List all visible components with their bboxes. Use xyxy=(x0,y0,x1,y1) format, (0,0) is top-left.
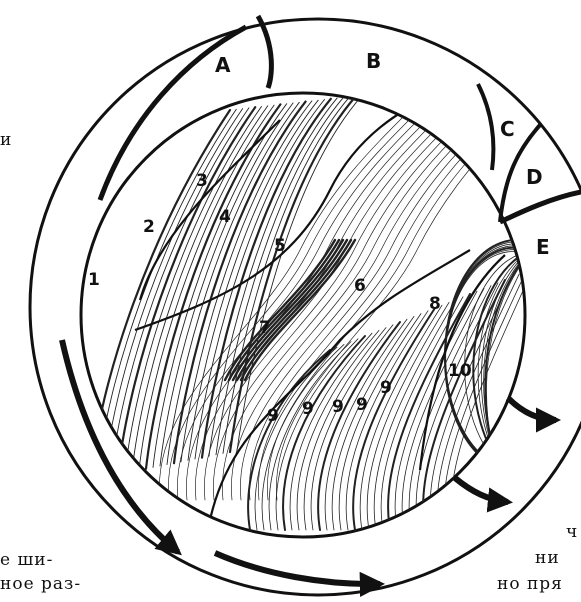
strand-number-1: 1 xyxy=(88,270,100,290)
strand-number-9b: 9 xyxy=(302,399,314,419)
zone-label-b: B xyxy=(366,49,381,73)
page-text-left-3: ное раз- xyxy=(0,574,81,594)
zone-boundary-a xyxy=(258,16,271,88)
page-text-right-2: ни xyxy=(535,548,560,568)
zone-label-c: C xyxy=(500,117,515,141)
arrow-right-2 xyxy=(508,398,556,420)
strand-boundary-3 xyxy=(210,250,470,520)
strand-number-9a: 9 xyxy=(267,406,279,426)
strand-number-8: 8 xyxy=(429,294,441,314)
strand-boundary-2 xyxy=(135,110,405,330)
strand-number-3: 3 xyxy=(196,171,208,191)
page-text-left-2: е ши- xyxy=(0,550,53,570)
strand-number-9c: 9 xyxy=(332,397,344,417)
strand-number-2: 2 xyxy=(143,217,155,237)
zone-boundary-c xyxy=(478,84,493,170)
arrow-bottom xyxy=(215,553,380,584)
zone-label-d: D xyxy=(526,165,543,189)
strand-number-4: 4 xyxy=(219,207,231,227)
zone-label-a: A xyxy=(215,53,231,77)
arrow-left xyxy=(62,340,178,552)
page-text-right-3: но пря xyxy=(497,574,563,594)
zone-boundary-e xyxy=(500,192,581,222)
zone-label-e: E xyxy=(536,235,550,259)
page-text-right-1: ч xyxy=(566,522,578,542)
strand-number-10: 10 xyxy=(448,361,472,381)
strand-number-5: 5 xyxy=(274,236,286,256)
arrow-right-1 xyxy=(455,478,508,502)
strand-number-6: 6 xyxy=(354,276,366,296)
strand-number-9d: 9 xyxy=(356,395,368,415)
strand-number-7: 7 xyxy=(259,318,271,338)
page-text-left-1: и xyxy=(0,130,12,150)
strand-number-9e: 9 xyxy=(380,378,392,398)
